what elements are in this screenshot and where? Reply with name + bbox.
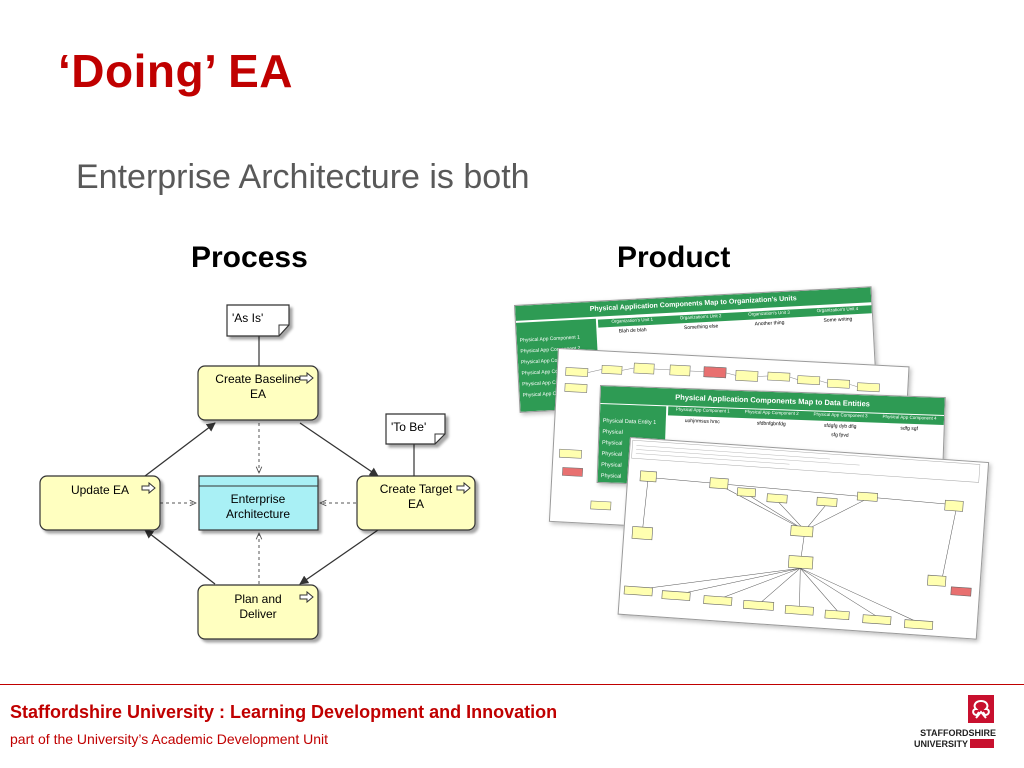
sheet3-col: Physical App Component 3 bbox=[813, 411, 868, 419]
sheet3-col: Physical App Component 1 bbox=[675, 406, 730, 414]
process-arrow-icon bbox=[456, 481, 471, 495]
sheet1-cell: Some writing bbox=[823, 316, 853, 324]
footer-divider bbox=[0, 684, 1024, 685]
sheet3-cell bbox=[874, 434, 943, 444]
sheet1-cell: Blah de blah bbox=[618, 327, 647, 335]
logo-crest-icon bbox=[968, 695, 994, 723]
sheet3-col: Physical App Component 4 bbox=[882, 413, 937, 421]
plan-and-deliver-node: Plan and Deliver bbox=[197, 584, 319, 640]
sheet1-cell: Another thing bbox=[754, 319, 785, 328]
update-ea-node: Update EA bbox=[39, 475, 161, 531]
baseline-to-target-arrow bbox=[299, 422, 379, 477]
update-to-baseline-arrow bbox=[144, 422, 216, 477]
as-is-label: 'As Is' bbox=[232, 311, 263, 325]
slide-subtitle: Enterprise Architecture is both bbox=[76, 158, 530, 196]
logo-text-1: STAFFORDSHIRE bbox=[920, 728, 996, 738]
to-be-note: 'To Be' bbox=[385, 413, 446, 445]
sheet3-cell bbox=[736, 429, 805, 439]
plan-label-2: Deliver bbox=[239, 607, 276, 621]
data-graph-drawing bbox=[623, 439, 981, 630]
sheet1-cell: Something else bbox=[683, 323, 719, 332]
create-baseline-ea-node: Create Baseline EA bbox=[197, 365, 319, 421]
update-ea-label: Update EA bbox=[71, 483, 129, 497]
product-heading: Product bbox=[617, 241, 731, 274]
footer-subtitle: part of the University’s Academic Develo… bbox=[10, 731, 328, 747]
logo-red-bar bbox=[970, 739, 994, 748]
target-to-plan-arrow bbox=[299, 529, 379, 585]
sheet3-cell: sfg fpvd bbox=[831, 432, 849, 439]
slide-title: ‘Doing’ EA bbox=[58, 45, 293, 97]
create-target-label-1: Create Target bbox=[380, 482, 453, 496]
enterprise-label-1: Enterprise bbox=[231, 492, 286, 506]
data-graph-sheet bbox=[617, 437, 990, 640]
staffordshire-university-logo: STAFFORDSHIRE UNIVERSITY bbox=[906, 692, 1004, 758]
create-target-label-2: EA bbox=[408, 497, 424, 511]
process-heading: Process bbox=[191, 241, 308, 274]
process-arrow-icon bbox=[299, 371, 314, 385]
create-target-ea-node: Create Target EA bbox=[356, 475, 476, 531]
enterprise-label-2: Architecture bbox=[226, 507, 290, 521]
create-baseline-label-1: Create Baseline bbox=[215, 372, 301, 386]
to-be-label: 'To Be' bbox=[391, 420, 426, 434]
sheet3-col: Physical App Component 2 bbox=[744, 409, 799, 416]
process-arrow-icon bbox=[299, 590, 314, 604]
as-is-note: 'As Is' bbox=[226, 304, 290, 337]
footer-title: Staffordshire University : Learning Deve… bbox=[10, 702, 558, 722]
plan-label-1: Plan and bbox=[234, 592, 281, 606]
plan-to-update-arrow bbox=[144, 529, 216, 585]
process-arrow-icon bbox=[141, 481, 156, 495]
logo-text-2: UNIVERSITY bbox=[914, 739, 968, 749]
create-baseline-label-2: EA bbox=[250, 387, 266, 401]
enterprise-architecture-node: Enterprise Architecture bbox=[198, 475, 319, 531]
sheet3-cell bbox=[667, 426, 736, 436]
